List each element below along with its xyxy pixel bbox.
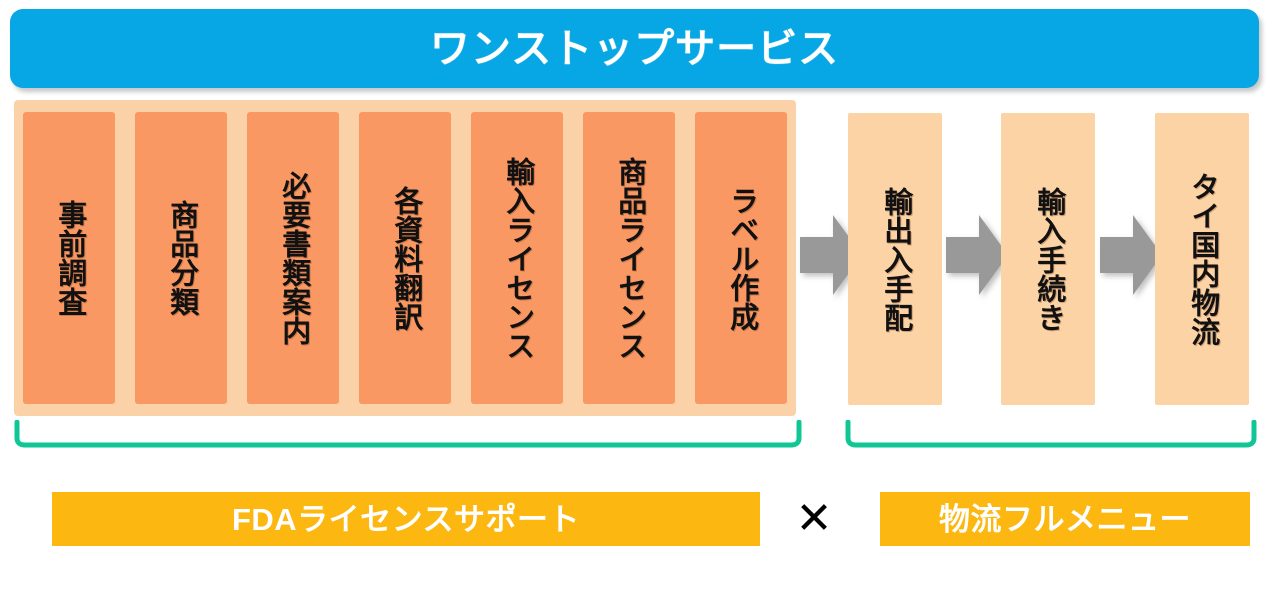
fda-step-label: 商品分類 [165,200,198,316]
fda-step-box[interactable]: 商品ライセンス [583,112,675,404]
logistics-step-box[interactable]: 輸入手続き [1001,113,1095,405]
header-banner: ワンストップサービス [10,9,1259,88]
fda-license-support-label: FDAライセンスサポート [231,501,581,537]
fda-step-box[interactable]: 事前調査 [23,112,115,404]
arrow-right-icon [1100,215,1162,295]
logistics-full-menu-bar[interactable]: 物流フルメニュー [880,492,1250,546]
logistics-group-bracket [845,420,1257,448]
logistics-step-box[interactable]: タイ国内物流 [1155,113,1249,405]
fda-step-label: 商品ライセンス [613,156,646,360]
page-title: ワンストップサービス [429,26,840,71]
fda-group-bracket [14,420,802,448]
logistics-step-label: 輸出入手配 [879,186,912,332]
fda-license-group-container: 事前調査 商品分類 必要書類案内 各資料翻訳 輸入ライセンス 商品ライセンス ラ… [14,100,796,416]
fda-step-label: 事前調査 [53,200,86,316]
logistics-step-label: 輸入手続き [1032,186,1065,332]
logistics-step-label: タイ国内物流 [1186,172,1219,346]
logistics-step-box[interactable]: 輸出入手配 [848,113,942,405]
fda-step-box[interactable]: 各資料翻訳 [359,112,451,404]
arrow-right-icon [800,215,862,295]
logistics-full-menu-label: 物流フルメニュー [939,501,1191,537]
multiply-icon: ✕ [795,494,833,543]
fda-step-label: ラベル作成 [725,185,758,331]
fda-step-box[interactable]: ラベル作成 [695,112,787,404]
fda-step-box[interactable]: 必要書類案内 [247,112,339,404]
fda-license-support-bar[interactable]: FDAライセンスサポート [52,492,760,546]
fda-step-box[interactable]: 輸入ライセンス [471,112,563,404]
arrow-right-icon [946,215,1008,295]
fda-step-label: 各資料翻訳 [389,185,422,331]
fda-step-label: 輸入ライセンス [501,156,534,360]
fda-step-label: 必要書類案内 [277,171,310,345]
fda-step-box[interactable]: 商品分類 [135,112,227,404]
